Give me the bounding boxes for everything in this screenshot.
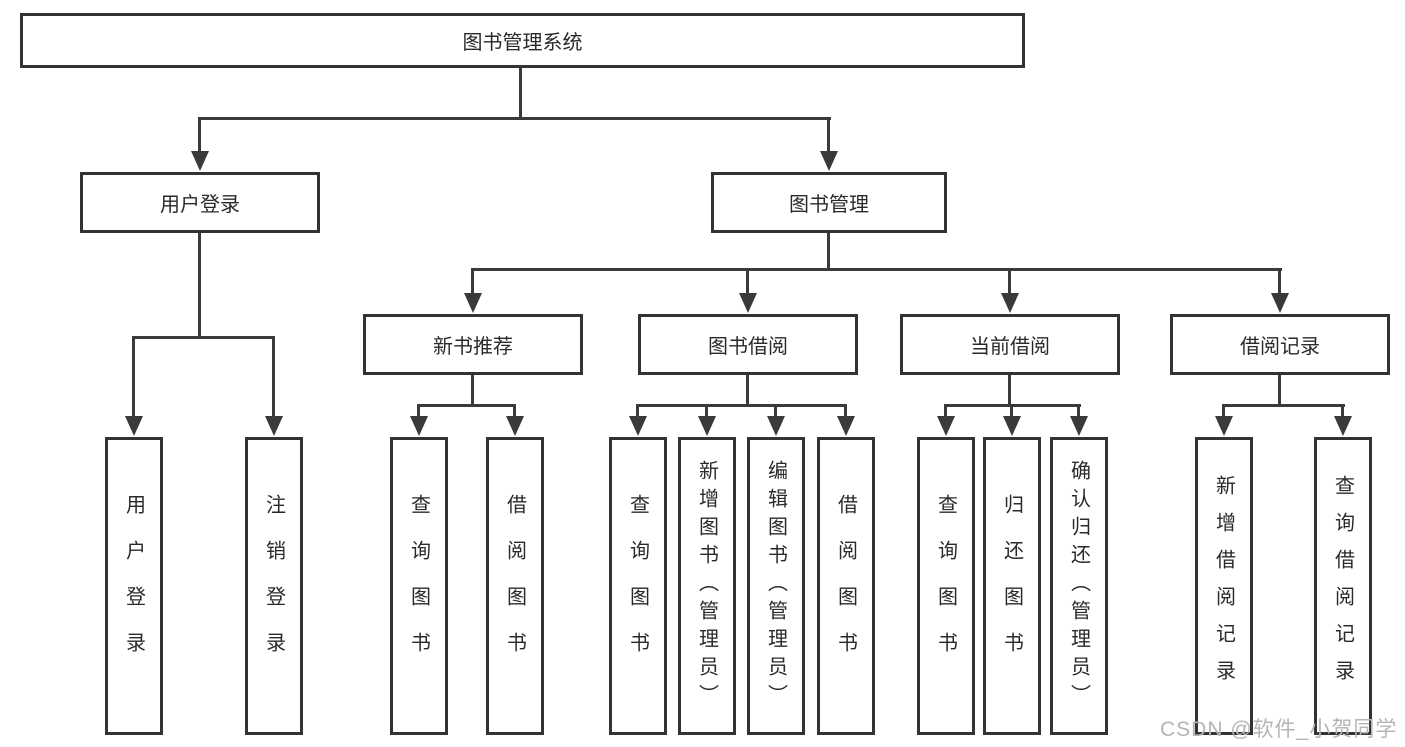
leaf-query-books-current-label: 查询图书 — [934, 494, 957, 678]
tree-line — [471, 268, 1282, 271]
node-user-login-group: 用户登录 — [80, 172, 320, 233]
node-new-book-recommend-label: 新书推荐 — [433, 336, 513, 358]
tree-line — [1278, 375, 1281, 406]
node-root-label: 图书管理系统 — [462, 32, 583, 54]
down-arrow — [1010, 405, 1013, 417]
leaf-return-book: 归还图书 — [983, 437, 1041, 735]
down-arrow — [1222, 405, 1225, 417]
leaf-borrow-books: 借阅图书 — [817, 437, 875, 735]
tree-line — [1222, 404, 1345, 407]
leaf-confirm-return-admin: 确认归还（管理员） — [1050, 437, 1108, 735]
tree-line — [417, 404, 516, 407]
tree-line — [636, 404, 847, 407]
down-arrow — [1008, 269, 1011, 294]
leaf-query-borrow-record-label: 查询借阅记录 — [1331, 475, 1354, 697]
leaf-query-books-recommend-label: 查询图书 — [407, 494, 430, 678]
tree-line — [827, 233, 830, 270]
watermark: CSDN @软件_小贺同学 — [1160, 718, 1398, 741]
node-user-login-group-label: 用户登录 — [160, 194, 240, 216]
down-arrow — [1278, 269, 1281, 294]
leaf-query-borrow-record: 查询借阅记录 — [1314, 437, 1372, 735]
node-book-management-label: 图书管理 — [789, 194, 869, 216]
tree-line — [1008, 375, 1011, 406]
node-current-borrowing-label: 当前借阅 — [970, 336, 1050, 358]
leaf-borrow-books-recommend: 借阅图书 — [486, 437, 544, 735]
down-arrow — [944, 405, 947, 417]
leaf-return-book-label: 归还图书 — [1000, 494, 1023, 678]
down-arrow — [1077, 405, 1080, 417]
down-arrow — [513, 405, 516, 417]
leaf-add-borrow-record: 新增借阅记录 — [1195, 437, 1253, 735]
node-borrowing-records-label: 借阅记录 — [1240, 336, 1320, 358]
leaf-query-books-recommend: 查询图书 — [390, 437, 448, 735]
down-arrow — [844, 405, 847, 417]
leaf-edit-book-admin-label: 编辑图书（管理员） — [764, 460, 787, 712]
tree-line — [132, 336, 275, 339]
node-book-borrowing: 图书借阅 — [638, 314, 858, 375]
down-arrow — [272, 337, 275, 417]
leaf-user-login: 用户登录 — [105, 437, 163, 735]
leaf-borrow-books-label: 借阅图书 — [834, 494, 857, 678]
down-arrow — [774, 405, 777, 417]
down-arrow — [198, 118, 201, 152]
leaf-query-books-borrow: 查询图书 — [609, 437, 667, 735]
tree-line — [519, 68, 522, 119]
leaf-add-book-admin: 新增图书（管理员） — [678, 437, 736, 735]
down-arrow — [746, 269, 749, 294]
tree-line — [198, 117, 831, 120]
down-arrow — [705, 405, 708, 417]
node-new-book-recommend: 新书推荐 — [363, 314, 583, 375]
down-arrow — [1341, 405, 1344, 417]
leaf-add-borrow-record-label: 新增借阅记录 — [1212, 475, 1235, 697]
leaf-edit-book-admin: 编辑图书（管理员） — [747, 437, 805, 735]
node-borrowing-records: 借阅记录 — [1170, 314, 1390, 375]
node-book-management: 图书管理 — [711, 172, 947, 233]
leaf-borrow-books-recommend-label: 借阅图书 — [503, 494, 526, 678]
down-arrow — [417, 405, 420, 417]
leaf-query-books-current: 查询图书 — [917, 437, 975, 735]
down-arrow — [471, 269, 474, 294]
down-arrow — [132, 337, 135, 417]
node-root: 图书管理系统 — [20, 13, 1025, 68]
down-arrow — [636, 405, 639, 417]
tree-line — [471, 375, 474, 406]
tree-line — [198, 233, 201, 339]
tree-line — [746, 375, 749, 406]
leaf-logout-label: 注销登录 — [262, 494, 285, 678]
node-book-borrowing-label: 图书借阅 — [708, 336, 788, 358]
leaf-query-books-borrow-label: 查询图书 — [626, 494, 649, 678]
leaf-user-login-label: 用户登录 — [122, 494, 145, 678]
leaf-add-book-admin-label: 新增图书（管理员） — [695, 460, 718, 712]
down-arrow — [827, 118, 830, 152]
leaf-confirm-return-admin-label: 确认归还（管理员） — [1067, 460, 1090, 712]
node-current-borrowing: 当前借阅 — [900, 314, 1120, 375]
leaf-logout: 注销登录 — [245, 437, 303, 735]
